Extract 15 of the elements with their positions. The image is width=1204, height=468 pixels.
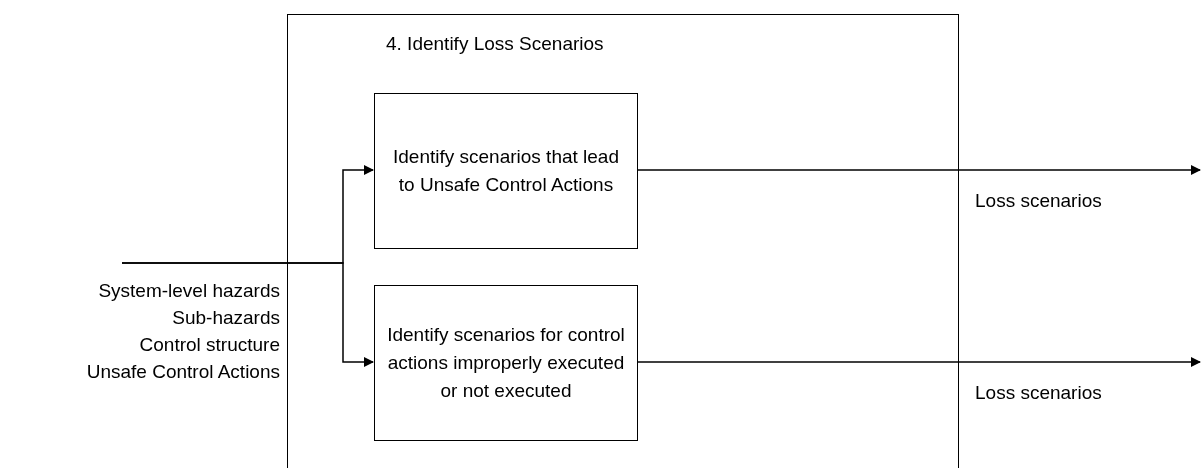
arrow: [636, 357, 1201, 367]
input-text: System-level hazards: [97, 279, 280, 303]
process-box: [374, 93, 638, 249]
process-text: Identify scenarios for control actions improperly executed or not executed: [387, 323, 625, 403]
input-text: Control structure: [138, 333, 280, 357]
input-text: Unsafe Control Actions: [85, 360, 280, 384]
arrow: [121, 262, 374, 367]
input-text: Sub-hazards: [171, 306, 280, 330]
edge-label: Loss scenarios: [975, 190, 1102, 212]
process-text: Identify scenarios that lead to Unsafe Control Actions: [392, 145, 620, 197]
group-title: 4. Identify Loss Scenarios: [386, 33, 605, 55]
process-box: [374, 285, 638, 441]
edge-label: Loss scenarios: [975, 382, 1102, 404]
arrow: [636, 165, 1201, 175]
group-box: [287, 14, 959, 468]
